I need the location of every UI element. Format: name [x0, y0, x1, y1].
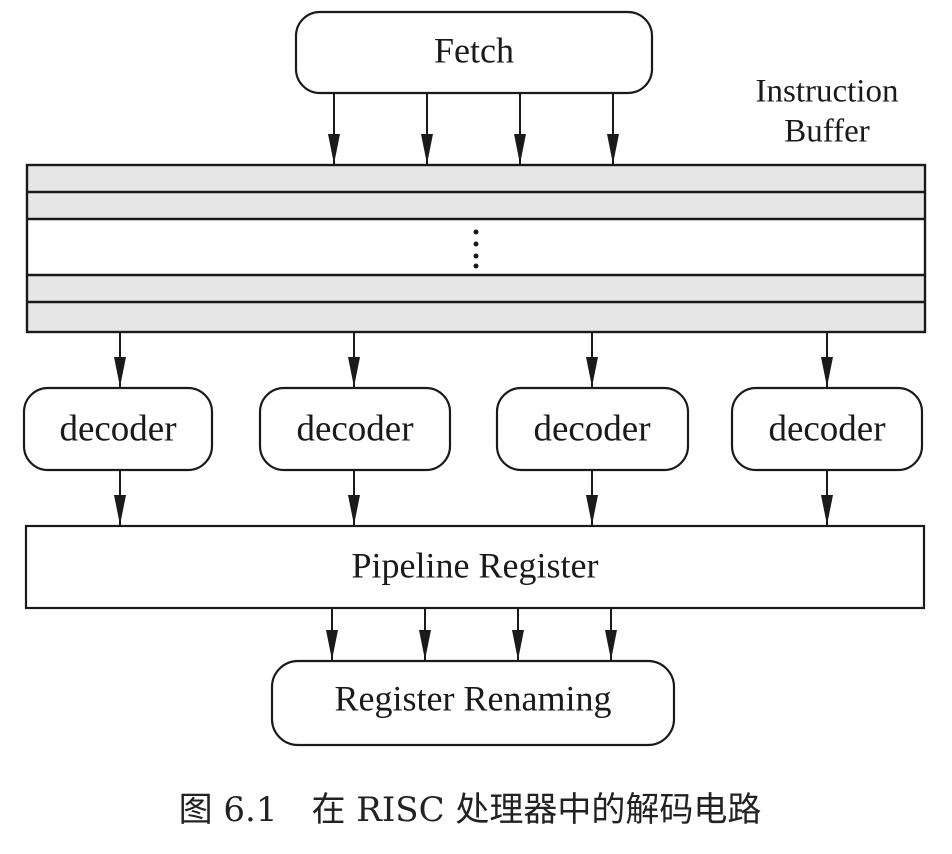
- arrowhead: [328, 134, 340, 164]
- arrowhead: [586, 357, 598, 387]
- arrowhead: [326, 630, 338, 660]
- decoder-4: decoder: [730, 386, 924, 472]
- arrowhead: [514, 134, 526, 164]
- arrowhead: [419, 630, 431, 660]
- decoder-3: decoder: [495, 386, 690, 472]
- decoder-label: decoder: [296, 408, 413, 449]
- arrowhead: [114, 495, 126, 525]
- fetch-unit: Fetch: [294, 10, 654, 95]
- arrowhead: [821, 495, 833, 525]
- fetch-label: Fetch: [434, 30, 514, 70]
- pipeline-register-label: Pipeline Register: [352, 545, 599, 585]
- decoder-box: [22, 386, 214, 472]
- arrowhead: [821, 357, 833, 387]
- buffer-frame: [25, 163, 927, 334]
- register-renaming: Register Renaming: [270, 659, 676, 747]
- register-renaming-label: Register Renaming: [335, 678, 612, 718]
- pipeline-to-renaming-arrows: [326, 608, 617, 660]
- decoder-1: decoder: [22, 386, 214, 472]
- buffer-row-2: [27, 192, 925, 219]
- register-renaming-box: [270, 659, 676, 747]
- buffer-row-1: [27, 165, 925, 192]
- arrowhead: [348, 495, 360, 525]
- arrowhead: [114, 357, 126, 387]
- fetch-to-buffer-arrows: [328, 93, 619, 164]
- decoder-label: decoder: [768, 408, 885, 449]
- fetch-box: [294, 10, 654, 95]
- arrowhead: [348, 357, 360, 387]
- instruction-buffer: [25, 163, 927, 334]
- figure-caption: 图 6.1 在 RISC 处理器中的解码电路: [179, 790, 762, 830]
- arrowhead: [421, 134, 433, 164]
- instruction-buffer-label-line1: Instruction: [756, 74, 899, 110]
- arrowhead: [607, 134, 619, 164]
- instruction-buffer-label-line2: Buffer: [784, 114, 870, 150]
- arrowhead: [512, 630, 524, 660]
- buffer-to-decoder-arrows: [114, 332, 833, 387]
- decoder-label: decoder: [533, 408, 650, 449]
- decoder-2: decoder: [258, 386, 452, 472]
- pipeline-register-box: [24, 524, 926, 610]
- arrowhead: [605, 630, 617, 660]
- buffer-row-4: [27, 302, 925, 332]
- decoder-to-pipeline-arrows: [114, 470, 833, 525]
- pipeline-register: Pipeline Register: [24, 524, 926, 610]
- decoder-label: decoder: [59, 408, 176, 449]
- buffer-row-3: [27, 275, 925, 302]
- arrowhead: [586, 495, 598, 525]
- vertical-ellipsis-icon: [473, 229, 479, 269]
